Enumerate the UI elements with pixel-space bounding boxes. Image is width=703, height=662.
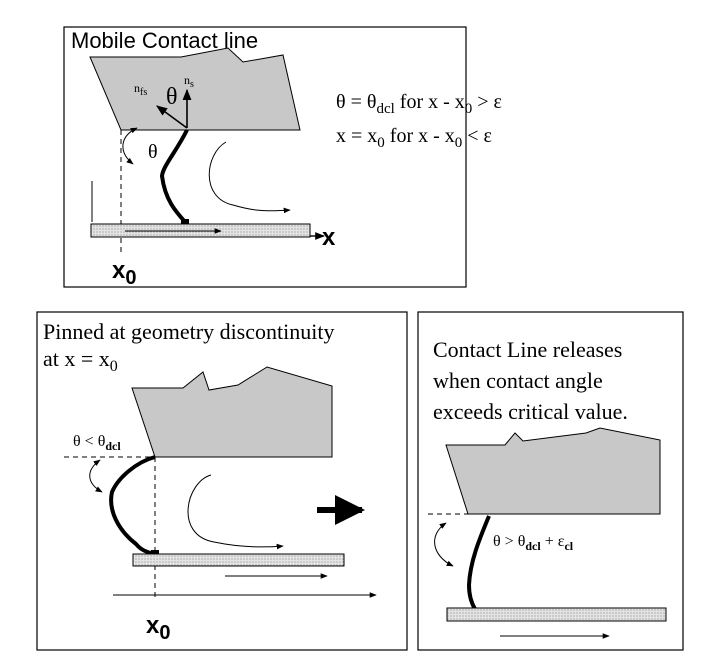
panel-pinned: Pinned at geometry discontinuity at x = … <box>36 311 408 651</box>
solid-body <box>131 366 333 458</box>
x0-label: x0 <box>146 612 170 644</box>
panel-title-line1: Pinned at geometry discontinuity <box>43 319 334 344</box>
contact-line <box>159 129 189 225</box>
contact-line <box>466 515 491 611</box>
substrate <box>132 553 345 567</box>
release-text-line2: when contact angle <box>433 368 603 393</box>
n-fs-label: nfs <box>134 81 147 98</box>
n-s-label: ns <box>184 73 194 90</box>
release-text-line1: Contact Line releases <box>433 337 622 362</box>
solid-body <box>445 427 661 515</box>
release-text-line3: exceeds critical value. <box>433 399 628 424</box>
panel-frame <box>36 311 408 651</box>
theta-gt-label: θ > θdcl + εcl <box>493 533 574 553</box>
contact-line <box>109 455 156 556</box>
theta-lt-label: θ < θdcl <box>73 433 121 453</box>
equation-2: x = x0 for x - x0 < ε <box>336 125 492 151</box>
contact-point <box>181 219 189 225</box>
theta-top-label: θ <box>166 84 178 110</box>
theta-left-label: θ <box>148 141 158 163</box>
panel-title-line2: at x = x0 <box>43 346 118 375</box>
x0-label: x0 <box>112 257 136 289</box>
substrate <box>446 607 667 622</box>
panel-mobile-contact-line: Mobile Contact line nfs ns θ θ x x0 θ = … <box>63 26 502 289</box>
theta-arc <box>89 459 103 493</box>
theta-arc <box>122 127 138 165</box>
x-axis-label: x <box>322 224 336 251</box>
flow-arrow <box>187 474 284 550</box>
equation-1: θ = θdcl for x - x0 > ε <box>336 91 502 117</box>
flow-arrow <box>208 141 291 214</box>
panel-release: Contact Line releases when contact angle… <box>417 311 684 651</box>
solid-body <box>89 47 301 131</box>
theta-arc <box>434 522 454 567</box>
normal-fs-arrow <box>156 105 188 129</box>
